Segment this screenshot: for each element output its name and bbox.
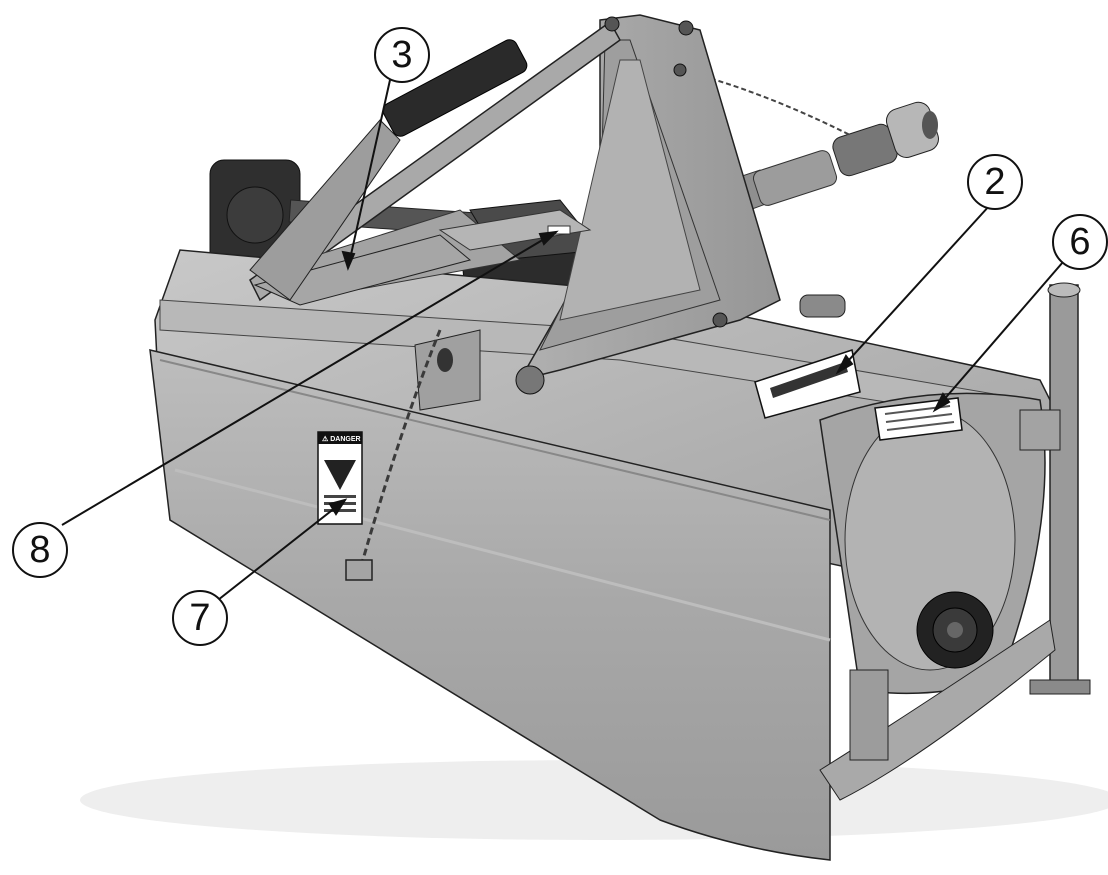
callout-2-label: 2 [984,161,1005,203]
leader-line-2 [837,204,991,373]
leader-line-6 [934,261,1064,411]
callout-6-label: 6 [1069,221,1090,263]
leader-lines [61,79,1064,601]
leader-line-8 [61,231,557,526]
tiller-main-housing [154,249,1061,695]
leader-arrow-6 [932,392,951,413]
left-lower-link-arm [249,39,528,306]
decal-8-location [547,225,571,235]
warning-decal-6 [874,397,963,441]
three-point-hitch-frame [249,14,846,395]
lower-safety-chain [345,329,442,581]
callout-7: 7 [172,590,228,646]
chain-anchor-bracket [414,209,592,411]
callout-3-label: 3 [391,34,412,76]
parking-stand [1019,282,1091,695]
callout-8: 8 [12,522,68,578]
danger-decal-text: ⚠ DANGER [322,435,361,443]
leader-arrow-3 [341,250,356,271]
callout-8-label: 8 [29,529,50,571]
danger-decal: ⚠ DANGER [317,431,363,525]
leader-arrow-7 [328,498,348,516]
callout-3: 3 [374,27,430,83]
callout-6: 6 [1052,214,1108,270]
depth-skid [819,619,1056,801]
leader-line-7 [217,499,346,601]
leader-arrow-2 [835,354,854,375]
callout-2: 2 [967,154,1023,210]
warning-decal-2 [754,349,861,419]
leader-arrow-8 [538,230,559,246]
callout-7-label: 7 [189,597,210,639]
leader-line-3 [347,79,391,269]
